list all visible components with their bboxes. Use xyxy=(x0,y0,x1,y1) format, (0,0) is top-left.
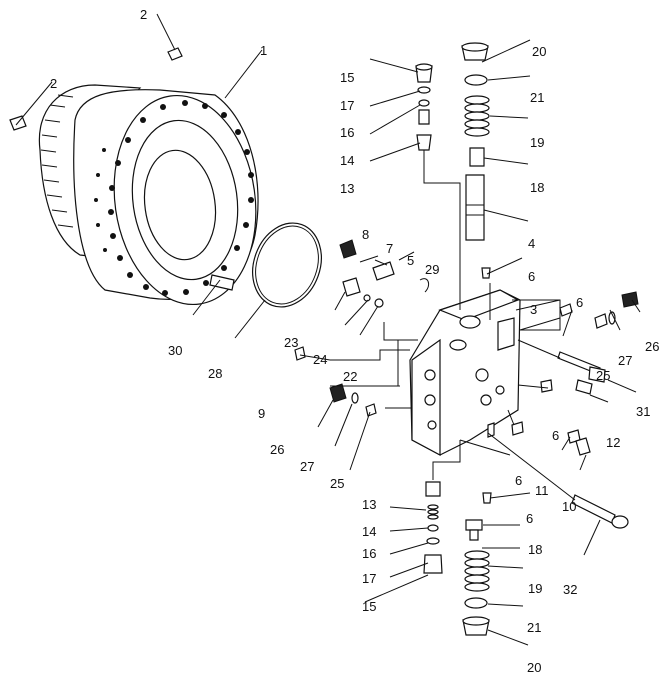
callout-5: 5 xyxy=(407,253,414,268)
callout-29: 29 xyxy=(425,262,439,277)
callout-17-top: 17 xyxy=(340,98,354,113)
callout-26-right: 26 xyxy=(645,339,659,354)
upper-right-valve-stack xyxy=(461,42,490,241)
callout-18-bottom: 18 xyxy=(528,542,542,557)
callout-13-bottom: 13 xyxy=(362,497,376,512)
callout-15-bottom: 15 xyxy=(362,599,376,614)
callout-23: 23 xyxy=(284,335,298,350)
callout-30: 30 xyxy=(168,343,182,358)
callout-2-left: 2 xyxy=(50,76,57,91)
callout-19-bottom: 19 xyxy=(528,581,542,596)
lower-right-valve-stack xyxy=(462,519,490,636)
small-parts-group xyxy=(339,239,491,308)
callout-17-bottom: 17 xyxy=(362,571,376,586)
callout-4: 4 xyxy=(528,236,535,251)
callout-28: 28 xyxy=(208,366,222,381)
callout-12: 12 xyxy=(606,435,620,450)
callout-24: 24 xyxy=(313,352,327,367)
callout-27-right: 27 xyxy=(618,353,632,368)
callout-21-top: 21 xyxy=(530,90,544,105)
callout-18-top: 18 xyxy=(530,180,544,195)
callout-22: 22 xyxy=(343,369,357,384)
final-drive-housing xyxy=(38,84,259,306)
hose-32 xyxy=(571,494,629,529)
callout-19-top: 19 xyxy=(530,135,544,150)
callout-3: 3 xyxy=(530,302,537,317)
callout-1: 1 xyxy=(260,43,267,58)
callout-6-e: 6 xyxy=(526,511,533,526)
callout-15-top: 15 xyxy=(340,70,354,85)
fitting-11 xyxy=(482,492,492,504)
callout-16-bottom: 16 xyxy=(362,546,376,561)
callout-31: 31 xyxy=(636,404,650,419)
callout-6-c: 6 xyxy=(552,428,559,443)
callout-14-top: 14 xyxy=(340,153,354,168)
callout-2-top: 2 xyxy=(140,7,147,22)
upper-left-valve-stack xyxy=(415,63,433,151)
callout-9: 9 xyxy=(258,406,265,421)
callout-10: 10 xyxy=(562,499,576,514)
left-side-fittings xyxy=(294,346,377,417)
right-side-fittings xyxy=(511,291,639,456)
callout-21-bottom: 21 xyxy=(527,620,541,635)
valve-body xyxy=(409,289,521,457)
callout-11: 11 xyxy=(535,483,549,498)
callout-8: 8 xyxy=(362,227,369,242)
callout-6-d: 6 xyxy=(515,473,522,488)
lower-left-valve-stack xyxy=(423,481,443,574)
callout-25-left: 25 xyxy=(330,476,344,491)
o-ring-28 xyxy=(252,222,322,308)
callout-20-bottom: 20 xyxy=(527,660,541,675)
callout-20-top: 20 xyxy=(532,44,546,59)
callout-25-right: 25 xyxy=(596,368,610,383)
callout-14-bottom: 14 xyxy=(362,524,376,539)
callout-32: 32 xyxy=(563,582,577,597)
callout-16-top: 16 xyxy=(340,125,354,140)
callout-6-a: 6 xyxy=(528,269,535,284)
callout-6-b: 6 xyxy=(576,295,583,310)
callout-13-top: 13 xyxy=(340,181,354,196)
callout-27-left: 27 xyxy=(300,459,314,474)
callout-7: 7 xyxy=(386,241,393,256)
leader-lines xyxy=(15,13,641,646)
callout-26-left: 26 xyxy=(270,442,284,457)
callout-labels: 2 2 1 30 28 15 17 16 14 13 8 7 5 29 20 2… xyxy=(50,7,659,675)
